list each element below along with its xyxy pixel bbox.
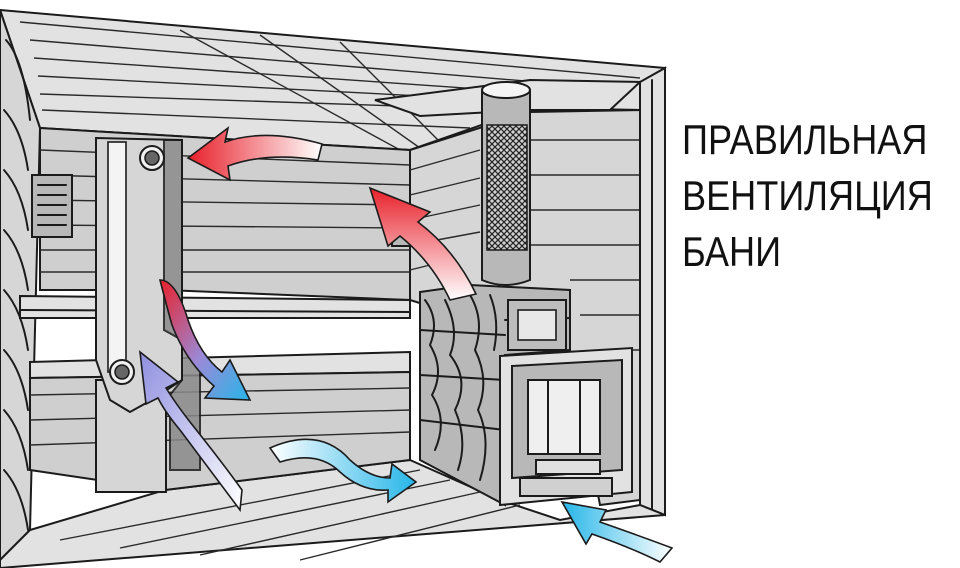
right-wall-edge xyxy=(639,66,666,517)
caption-line-1: ПРАВИЛЬНАЯ xyxy=(682,116,928,163)
caption-line-3: БАНИ xyxy=(682,228,782,275)
fresh-air-arrow-inlet xyxy=(560,500,674,563)
chimney-stone-mesh xyxy=(486,124,528,251)
mixed-air-arrow-down xyxy=(158,279,252,401)
return-air-arrow-up xyxy=(138,350,243,513)
firebox-door xyxy=(527,379,601,455)
diagram-caption: ПРАВИЛЬНАЯ ВЕНТИЛЯЦИЯ БАНИ xyxy=(682,112,933,280)
airflow-arrows xyxy=(138,126,674,563)
wall-vent-grille xyxy=(31,174,73,238)
fresh-air-arrow-floor xyxy=(268,438,418,504)
caption-line-2: ВЕНТИЛЯЦИЯ xyxy=(682,172,933,219)
ash-pan xyxy=(535,459,601,475)
hot-air-arrow-stove xyxy=(368,186,478,301)
sauna-stove xyxy=(419,81,633,507)
hot-air-arrow-ceiling xyxy=(186,126,323,182)
